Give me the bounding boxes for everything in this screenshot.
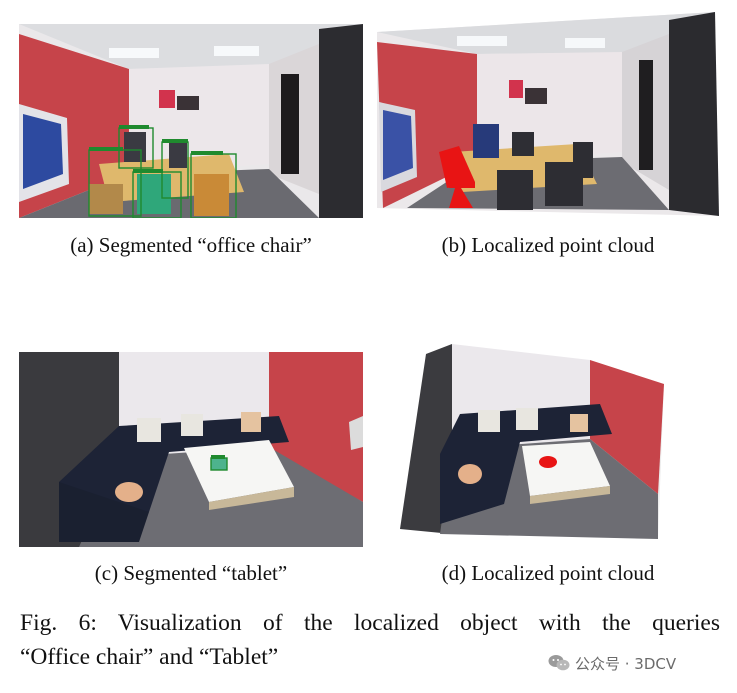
- watermark: 公众号 · 3DCV: [548, 650, 728, 676]
- figure-caption: Fig. 6: Visualization of the localized o…: [20, 606, 720, 674]
- panel-b-image: [377, 12, 719, 220]
- subcaption-c: (c) Segmented “tablet”: [94, 561, 288, 585]
- figure-caption-line1: Fig. 6: Visualization of the localized o…: [20, 610, 720, 636]
- subcaption-b: (b) Localized point cloud: [441, 233, 655, 257]
- subcaption-d: (d) Localized point cloud: [441, 561, 655, 585]
- panel-c-image: [19, 352, 363, 547]
- subcaption-a: (a) Segmented “office chair”: [70, 233, 312, 257]
- panel-d-image: [400, 344, 664, 539]
- watermark-text: 公众号 · 3DCV: [575, 654, 677, 673]
- figure-caption-line2: “Office chair” and “Tablet”: [20, 644, 279, 670]
- panel-a-image: [19, 24, 363, 218]
- wechat-icon: [548, 655, 570, 671]
